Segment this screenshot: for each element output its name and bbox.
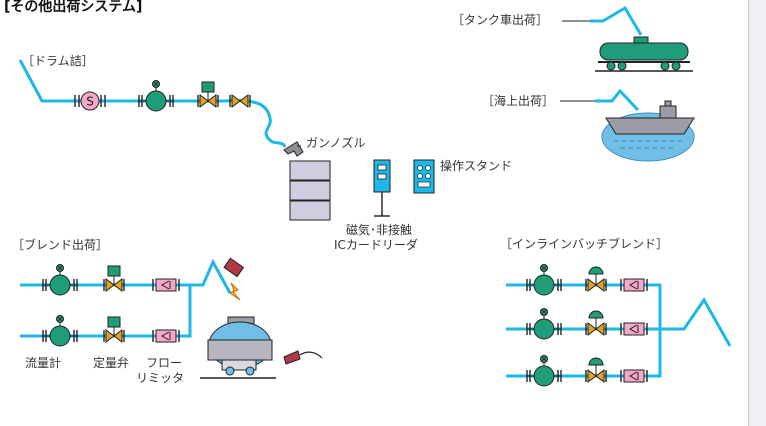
strainer-icon: S (74, 91, 106, 111)
gun-nozzle-icon (283, 141, 304, 157)
inline-limiter-3-icon (620, 369, 648, 383)
gun-nozzle-label: ガンノズル (306, 136, 366, 150)
blend-flowmeter-top-icon (42, 263, 78, 296)
inline-valve-2-icon (586, 311, 606, 335)
card-reader-label-line1: 磁気･非接触 (346, 223, 413, 237)
marine-shipping-label: ［海上出荷］ (482, 94, 555, 108)
inline-flowmeter-2-icon (526, 307, 562, 340)
inline-batch-blend-label: ［インラインバッチブレンド］ (500, 237, 669, 251)
inline-valve-1-icon (586, 267, 606, 291)
loading-nozzle-icon (223, 257, 245, 301)
ship-icon (601, 100, 695, 162)
diagram-title: [その他出荷システム] (4, 0, 143, 15)
inline-flowmeter-1-icon (526, 263, 562, 296)
inline-limiter-2-icon (620, 322, 648, 336)
right-scrollbar-panel (748, 0, 766, 426)
blend-flowmeter-bottom-icon (42, 314, 78, 347)
blend-valve-bottom-icon (104, 317, 124, 342)
drum-stack-icon (289, 160, 331, 221)
blend-limiter-bottom-icon (152, 329, 180, 343)
tank-truck-label: ［タンク車出荷］ (452, 13, 549, 27)
operation-stand-label: 操作スタンド (440, 159, 513, 173)
flowmeter-label: 流量計 (25, 356, 62, 370)
fixed-quantity-valve-label: 定量弁 (93, 356, 130, 370)
inline-valve-3-icon (586, 358, 606, 382)
grounding-clamp-icon (283, 350, 323, 365)
flowmeter-icon (138, 79, 174, 112)
strainer-symbol: S (86, 95, 94, 109)
inline-limiter-1-icon (620, 278, 648, 292)
blend-limiter-top-icon (152, 278, 180, 292)
drum-filling-label: ［ドラム詰］ (22, 54, 94, 68)
flow-limiter-label-line1: フロー (146, 356, 183, 370)
valve-icon (229, 94, 251, 108)
inline-flowmeter-3-icon (526, 354, 562, 387)
blend-shipping-label: ［ブレンド出荷］ (12, 238, 109, 252)
control-valve-icon (198, 82, 218, 107)
card-reader-label-line2: ICカードリーダ (334, 238, 418, 252)
tank-car-icon (595, 36, 693, 72)
flow-limiter-label-line2: リミッタ (136, 371, 185, 385)
tank-lorry-icon (200, 316, 276, 379)
card-reader-icon (373, 159, 391, 217)
operation-stand-icon (413, 159, 435, 194)
blend-valve-top-icon (104, 266, 124, 291)
